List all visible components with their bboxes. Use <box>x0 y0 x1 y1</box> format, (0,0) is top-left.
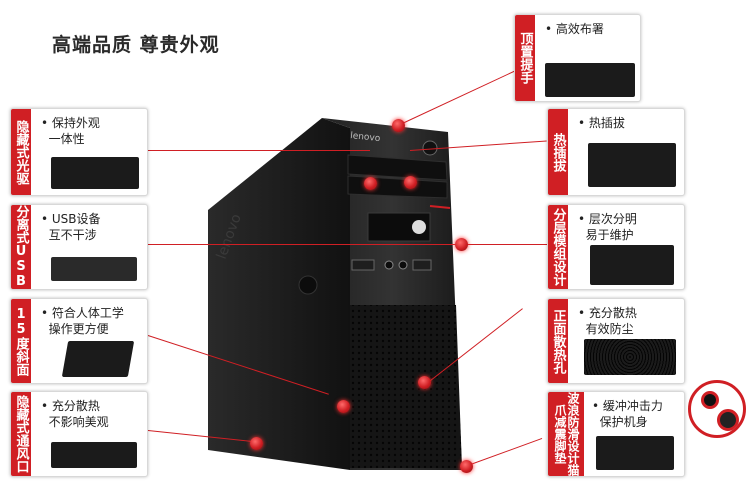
callout-text: • 保持外观 一体性 <box>41 116 100 146</box>
callout-separate-usb: 分离式USB • USB设备 互不干涉 <box>10 204 148 290</box>
callout-text: • 高效布署 <box>545 22 604 36</box>
callout-top-handle: 顶置提手 • 高效布署 <box>514 14 641 102</box>
callout-anti-slip-feet: 波浪防滑设计猫爪减震脚垫 • 缓冲冲击力 保护机身 <box>547 391 685 477</box>
pc-tower-illustration: lenovo lenovo <box>208 118 462 470</box>
hotspot-marker[interactable] <box>364 177 377 190</box>
foot-pad-icon <box>717 409 739 431</box>
callout-text: • 缓冲冲击力 保护机身 <box>592 399 663 429</box>
callout-tag: 热插拔 <box>548 109 568 195</box>
hot-swap-thumbnail <box>588 143 676 187</box>
callout-tag: 顶置提手 <box>515 15 535 101</box>
hotspot-marker[interactable] <box>460 460 473 473</box>
callout-tag: 波浪防滑设计猫爪减震脚垫 <box>548 392 584 476</box>
callout-15-degree-slope: 15度斜面 • 符合人体工学 操作更方便 <box>10 298 148 384</box>
svg-text:lenovo: lenovo <box>350 131 381 144</box>
callout-text: • 充分散热 不影响美观 <box>41 399 109 429</box>
page-title: 高端品质 尊贵外观 <box>52 34 220 56</box>
callout-front-vent: 正面散热孔 • 充分散热 有效防尘 <box>547 298 685 384</box>
module-thumbnail <box>590 245 674 285</box>
callout-tag: 隐藏式光驱 <box>11 109 31 195</box>
hotspot-marker[interactable] <box>337 400 350 413</box>
usb-ports-thumbnail <box>51 257 137 281</box>
front-vent-thumbnail <box>584 339 676 375</box>
slope-thumbnail <box>61 341 135 377</box>
callout-hidden-vent: 隐藏式通风口 • 充分散热 不影响美观 <box>10 391 148 477</box>
foot-pad-zoom <box>688 380 746 438</box>
hotspot-marker[interactable] <box>250 437 263 450</box>
foot-pad-icon <box>701 391 719 409</box>
callout-hot-swap: 热插拔 • 热插拔 <box>547 108 685 196</box>
callout-text: • 热插拔 <box>578 116 625 130</box>
callout-hidden-optical-drive: 隐藏式光驱 • 保持外观 一体性 <box>10 108 148 196</box>
callout-tag: 分离式USB <box>11 205 31 289</box>
hotspot-marker[interactable] <box>392 119 405 132</box>
callout-layered-module: 分层模组设计 • 层次分明 易于维护 <box>547 204 685 290</box>
hotspot-marker[interactable] <box>455 238 468 251</box>
hotspot-marker[interactable] <box>404 176 417 189</box>
callout-tag: 15度斜面 <box>11 299 31 383</box>
optical-drive-thumbnail <box>51 157 139 189</box>
callout-tag: 分层模组设计 <box>548 205 568 289</box>
callout-text: • 充分散热 有效防尘 <box>578 306 637 336</box>
callout-text: • 符合人体工学 操作更方便 <box>41 306 124 336</box>
handle-thumbnail <box>545 63 635 97</box>
feet-thumbnail <box>596 436 674 470</box>
vent-thumbnail <box>51 442 137 468</box>
callout-text: • USB设备 互不干涉 <box>41 212 101 242</box>
callout-tag: 隐藏式通风口 <box>11 392 31 476</box>
callout-tag: 正面散热孔 <box>548 299 568 383</box>
hotspot-marker[interactable] <box>418 376 431 389</box>
callout-text: • 层次分明 易于维护 <box>578 212 637 242</box>
